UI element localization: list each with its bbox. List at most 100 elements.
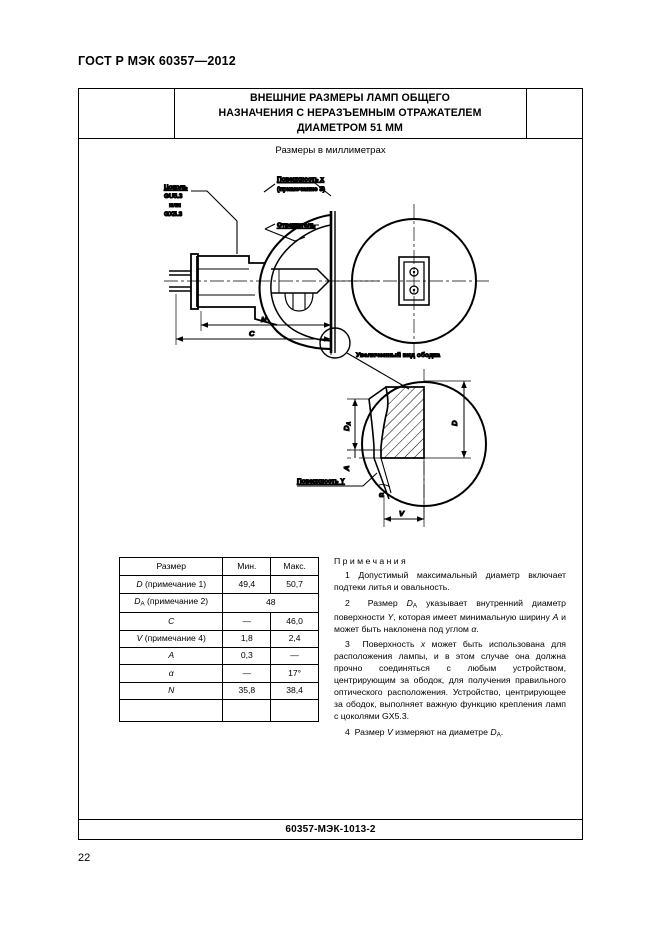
dimension-v-label: V: [399, 509, 405, 518]
cap-label-group: Цоколь GU5.3 или GX5.3: [163, 183, 238, 254]
units-caption: Размеры в миллиметрах: [275, 145, 386, 156]
reflector-label-underline-leader: [264, 223, 319, 230]
table-header-size: Размер: [118, 556, 224, 577]
surface-x-label-group: Поверхность x (примечание 3): [263, 175, 332, 197]
cap-label-line-2: GU5.3: [164, 193, 183, 200]
dimension-c-label: C: [249, 329, 255, 338]
dimension-table: Размер Мин. Макс. D (примечание 1) 49,4 …: [118, 556, 319, 723]
frame-title: ВНЕШНИЕ РАЗМЕРЫ ЛАМП ОБЩЕГО НАЗНАЧЕНИЯ С…: [174, 89, 526, 138]
sheet-code: 60357-МЭК-1013-2: [79, 819, 582, 839]
table-spacer-cell-max: [270, 699, 319, 723]
dimension-n-label: N: [261, 315, 267, 324]
dimension-c: C: [175, 294, 332, 355]
rear-view-cap-inner: [403, 261, 425, 301]
table-header-row: Размер Мин. Макс.: [118, 556, 319, 577]
dimension-a: A: [341, 449, 356, 473]
frame-title-line-1: ВНЕШНИЕ РАЗМЕРЫ ЛАМП ОБЩЕГО: [250, 91, 450, 104]
base-pins: [169, 270, 191, 292]
row-name-a: A: [118, 646, 224, 666]
table-row: D (примечание 1) 49,4 50,7: [118, 575, 319, 594]
dimension-n: N: [200, 311, 332, 355]
dimension-da-label: DA: [342, 422, 353, 431]
rear-view-pin-top-center: [412, 270, 416, 274]
table-body: D (примечание 1) 49,4 50,7 DA (примечани…: [118, 575, 319, 723]
table-header-max: Макс.: [270, 556, 319, 577]
table-row: A 0,3 —: [118, 646, 319, 666]
table-row: DA (примечание 2) 48: [118, 592, 319, 614]
capsule-bulb-lower: [284, 292, 314, 312]
note-item-4: 4 Размер V измеряют на диаметре DA.: [345, 726, 504, 738]
capsule-outline: [271, 268, 331, 294]
table-row: V (примечание 4) 1,8 2,4: [118, 629, 319, 648]
standard-reference: ГОСТ Р МЭК 60357—2012: [78, 54, 236, 68]
rear-view: Увеличенный вид ободка: [337, 204, 491, 360]
row-name-n: N: [118, 681, 224, 701]
row-max-v: 2,4: [270, 629, 319, 648]
surface-y-edge: [373, 457, 390, 500]
base-upper-edge: [197, 255, 265, 264]
row-min-c: —: [222, 612, 272, 631]
row-merged-da: 48: [222, 592, 319, 614]
row-name-alpha: α: [118, 664, 224, 683]
surface-x-label-line-1: Поверхность x: [277, 176, 324, 183]
notes-block: Примечания 1 Допустимый максимальный диа…: [334, 555, 566, 740]
table-row: N 35,8 38,4: [118, 681, 319, 701]
reflector-label-group: Отражатель: [264, 221, 319, 242]
row-min-alpha: —: [222, 664, 272, 683]
row-max-c: 46,0: [270, 612, 319, 631]
rear-view-pin-bottom-center: [412, 288, 416, 292]
rim-inner-surface-curve: [368, 398, 375, 458]
rim-section-outline: [380, 386, 425, 459]
dimension-d-label: D: [450, 420, 459, 426]
cap-label-line-3: или: [169, 202, 181, 209]
surface-y-label: Поверхность Y: [297, 478, 345, 485]
dimension-alpha-label: α: [379, 490, 384, 499]
note-item-1: 1 Допустимый максимальный диаметр включа…: [334, 570, 566, 592]
frame-header-divider-left: [174, 89, 175, 138]
capsule-leads: [292, 293, 306, 309]
rear-view-pin-bottom: [409, 285, 419, 295]
table-header-min: Мин.: [222, 556, 272, 577]
table-spacer-row: [118, 699, 319, 723]
page-number: 22: [78, 852, 91, 864]
row-max-n: 38,4: [270, 681, 319, 701]
row-max-alpha: 17°: [270, 664, 319, 683]
base-lower-edge: [197, 306, 278, 326]
table-row: C — 46,0: [118, 612, 319, 631]
drawing-frame: ВНЕШНИЕ РАЗМЕРЫ ЛАМП ОБЩЕГО НАЗНАЧЕНИЯ С…: [78, 88, 583, 840]
dimension-da: DA: [341, 398, 374, 451]
row-min-d: 49,4: [222, 575, 272, 594]
frame-header-divider-right: [526, 89, 527, 138]
lamp-section-view: Цоколь GU5.3 или GX5.3 N: [163, 183, 410, 390]
row-min-a: 0,3: [222, 646, 272, 666]
rim-detail-leader: [346, 352, 410, 390]
dimension-d: D: [424, 380, 471, 459]
rear-view-pin-top: [409, 267, 419, 277]
frame-header-band: ВНЕШНИЕ РАЗМЕРЫ ЛАМП ОБЩЕГО НАЗНАЧЕНИЯ С…: [79, 89, 582, 139]
row-name-c: C: [118, 612, 224, 631]
rim-detail-callout-circle: [319, 327, 351, 359]
notes-title: Примечания: [334, 556, 409, 566]
row-min-v: 1,8: [222, 629, 272, 648]
note-item-3: 3 Поверхность x может быть использована …: [334, 639, 566, 722]
frame-title-line-2: НАЗНАЧЕНИЯ С НЕРАЗЪЕМНЫМ ОТРАЖАТЕЛЕМ: [218, 106, 482, 119]
cap-label-line-1: Цоколь: [164, 184, 188, 191]
row-name-v: V (примечание 4): [118, 629, 224, 648]
rim-top-chamfer: [368, 386, 387, 400]
dimension-a-label: A: [342, 466, 351, 472]
rim-detail-view: α D: [296, 369, 487, 527]
surface-x-label-line-2: (примечание 3): [277, 186, 325, 193]
surface-y-label-group: Поверхность Y: [296, 472, 378, 487]
reflector-outer-profile: [258, 213, 332, 351]
row-name-d: D (примечание 1): [118, 575, 224, 594]
table-spacer-cell-name: [118, 699, 224, 723]
frame-title-line-3: ДИАМЕТРОМ 51 ММ: [297, 122, 403, 135]
surface-y-leader: [297, 472, 378, 487]
row-max-a: —: [270, 646, 319, 666]
table-row: α — 17°: [118, 664, 319, 683]
cap-label-line-4: GX5.3: [164, 211, 183, 218]
rim-detail-caption: Увеличенный вид ободка: [356, 351, 440, 359]
base-flange: [190, 253, 199, 310]
note-item-2: 2 Размер DA указывает внутренний диаметр…: [334, 597, 566, 634]
